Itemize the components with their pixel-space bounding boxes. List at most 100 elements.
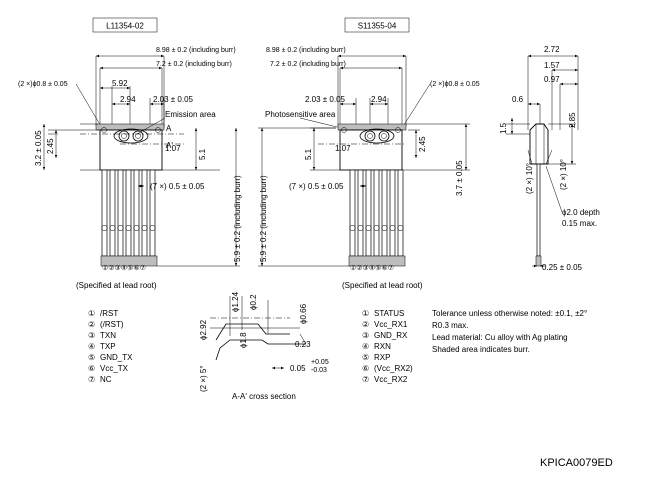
right-dim-294: 2.94 — [371, 95, 387, 104]
note-radius: R0.3 max. — [432, 321, 468, 330]
right-photo-label: Photosensitive area — [265, 110, 336, 119]
svg-text:GND_RX: GND_RX — [374, 331, 408, 340]
svg-text:⑦: ⑦ — [88, 375, 95, 384]
svg-text:TXP: TXP — [100, 342, 116, 351]
right-dim-lead-len: 5.9 ± 0.2 (including burr) — [259, 175, 268, 262]
side-angle-right: (2 ×) 10° — [559, 159, 568, 190]
right-model-label: S11355-04 — [358, 22, 397, 31]
svg-text:⑤: ⑤ — [88, 353, 95, 362]
side-dim-272: 2.72 — [544, 45, 560, 54]
side-view-drawing: 2.72 1.57 0.97 0.6 1.5 2.85 (2 ×) 10° (2… — [499, 45, 600, 272]
cs-dim-292: ϕ2.92 — [199, 319, 208, 340]
side-lead — [536, 163, 541, 257]
side-dim-097: 0.97 — [544, 75, 560, 84]
right-dim-hole: (2 ×)ϕ0.8 ± 0.05 — [430, 81, 480, 88]
cs-angle: (2 ×) 5° — [199, 365, 208, 392]
left-lens-2 — [132, 130, 144, 142]
cs-dim-023: 0.23 — [295, 340, 311, 349]
left-section-a-prime: A' — [166, 141, 173, 150]
note-lead-material: Lead material: Cu alloy with Ag plating — [432, 333, 568, 342]
svg-text:①: ① — [88, 309, 95, 318]
right-leads — [348, 169, 406, 267]
left-dim-592: 5.92 — [112, 79, 128, 88]
svg-text:TXN: TXN — [100, 331, 116, 340]
svg-text:Vcc_RX1: Vcc_RX1 — [374, 320, 408, 329]
right-note: (Specified at lead root) — [342, 281, 423, 290]
svg-text:②: ② — [88, 320, 95, 329]
cs-dim-124: ϕ1.24 — [231, 291, 240, 312]
svg-text:⑥: ⑥ — [88, 364, 95, 373]
side-lead-width: 0.25 ± 0.05 — [542, 263, 583, 272]
left-dim-pitch: (7 ×) 0.5 ± 0.05 — [150, 182, 205, 191]
svg-text:Vcc_TX: Vcc_TX — [100, 364, 129, 373]
left-package-body — [99, 129, 163, 171]
svg-text:③: ③ — [362, 331, 369, 340]
right-dim-width2-burr: 7.2 ± 0.2 (including burr) — [270, 61, 346, 68]
left-dim-hole: (2 ×)ϕ0.8 ± 0.05 — [18, 81, 68, 88]
cs-dim-066: ϕ0.66 — [299, 303, 308, 324]
side-angle-left: (2 ×) 10° — [525, 163, 534, 194]
right-dim-245: 2.45 — [418, 136, 427, 152]
left-leads — [100, 169, 158, 267]
left-lens-housing — [113, 128, 149, 144]
svg-text:④: ④ — [362, 342, 369, 351]
cs-tol-plus: +0.05 — [311, 359, 329, 366]
right-dim-107: 1.07 — [335, 144, 351, 153]
cs-title: A-A' cross section — [232, 392, 296, 401]
side-dim-157: 1.57 — [544, 61, 560, 70]
right-part-drawing: S11355-04 8.98 ± 0.2 (including burr) 7.… — [258, 17, 480, 384]
svg-text:Vcc_RX2: Vcc_RX2 — [374, 375, 408, 384]
document-code: KPICA0079ED — [540, 457, 613, 469]
side-dim-06: 0.6 — [512, 95, 524, 104]
side-dim-15: 1.5 — [499, 122, 508, 134]
right-dim-203: 2.03 ± 0.05 — [305, 95, 346, 104]
svg-text:RXP: RXP — [374, 353, 390, 362]
right-dim-51: 5.1 — [304, 148, 313, 160]
svg-text:NC: NC — [100, 375, 112, 384]
note-burr: Shaded area indicates burr. — [432, 345, 530, 354]
svg-text:⑦: ⑦ — [362, 375, 369, 384]
left-part-drawing: L11354-02 8.98 ± 0.2 (including burr) 7.… — [18, 17, 242, 384]
right-lens-2 — [378, 130, 390, 142]
right-dim-pitch: (7 ×) 0.5 ± 0.05 — [289, 182, 344, 191]
left-section-a: A — [166, 124, 172, 133]
right-lens-housing — [359, 128, 395, 144]
right-dim-37: 3.7 ± 0.05 — [455, 160, 464, 196]
right-dim-width-burr: 8.98 ± 0.2 (including burr) — [266, 47, 346, 54]
left-dim-width-burr: 8.98 ± 0.2 (including burr) — [156, 47, 236, 54]
side-depth: ϕ2.0 depth — [562, 208, 600, 217]
svg-text:④: ④ — [88, 342, 95, 351]
left-model-label: L11354-02 — [106, 22, 144, 31]
cs-dim-02: ϕ0.2 — [249, 294, 258, 310]
left-dim-294: 2.94 — [120, 95, 136, 104]
note-tolerance: Tolerance unless otherwise noted: ±0.1, … — [432, 309, 587, 318]
left-lens-1 — [118, 130, 130, 142]
notes-block: Tolerance unless otherwise noted: ±0.1, … — [432, 309, 587, 354]
svg-text:STATUS: STATUS — [374, 309, 404, 318]
cs-profile — [215, 323, 290, 341]
svg-text:/RST: /RST — [100, 309, 118, 318]
svg-text:⑤: ⑤ — [362, 353, 369, 362]
side-depth2: 0.15 max. — [562, 219, 597, 228]
svg-text:①②③④⑤⑥⑦: ①②③④⑤⑥⑦ — [350, 264, 394, 272]
cs-dim-005: 0.05 — [290, 364, 306, 373]
cs-tol-minus: -0.03 — [311, 367, 327, 374]
side-dim-285: 2.85 — [568, 112, 577, 128]
left-dim-width2-burr: 7.2 ± 0.2 (including burr) — [156, 61, 232, 68]
left-emission-label: Emission area — [165, 110, 216, 119]
left-model-box — [92, 17, 158, 33]
svg-text:GND_TX: GND_TX — [100, 353, 133, 362]
right-lens-1 — [364, 130, 376, 142]
left-dim-203: 2.03 ± 0.05 — [153, 95, 194, 104]
svg-text:②: ② — [362, 320, 369, 329]
side-package-body — [529, 123, 549, 165]
left-dim-51: 5.1 — [198, 148, 207, 160]
svg-text:③: ③ — [88, 331, 95, 340]
left-note: (Specified at lead root) — [76, 281, 157, 290]
left-dim-32: 3.2 ± 0.05 — [34, 130, 43, 166]
svg-text:⑥: ⑥ — [362, 364, 369, 373]
left-dim-245: 2.45 — [46, 138, 55, 154]
right-package-body — [339, 129, 403, 171]
